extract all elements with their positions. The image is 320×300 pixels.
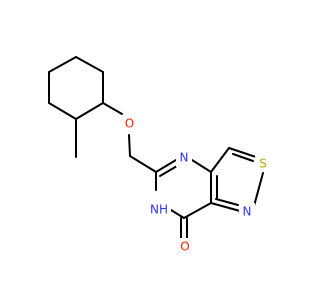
thiazole-sulfur-label-bg xyxy=(255,155,271,172)
cyclohexane-bond-4 xyxy=(48,102,77,120)
cyclohexane-bond-6 xyxy=(48,56,77,73)
ring-nh-label-bg xyxy=(143,201,171,219)
cyclohexane-bond-1 xyxy=(75,56,104,73)
n4-c3a-bond xyxy=(191,159,212,173)
oxygen-methylene-bond xyxy=(128,134,131,157)
thiazole-nitrogen-label: N xyxy=(243,205,252,219)
c3-s-double-bond xyxy=(228,147,257,158)
cyclohexyl-oxygen-bond xyxy=(102,102,123,115)
cyclohexane-bond-3 xyxy=(75,102,104,120)
c3-s-double-bond-inner xyxy=(232,153,254,162)
c3a-c3-bond xyxy=(210,147,230,173)
c5-n4-double-bond-inner xyxy=(159,165,178,177)
ether-oxygen-label-bg xyxy=(122,115,137,132)
s-n-bond xyxy=(253,172,264,207)
carbonyl-oxygen-label-bg xyxy=(177,238,193,255)
n-c7a-double-bond-inner xyxy=(215,198,239,206)
n-c7a-double-bond xyxy=(210,202,241,212)
ring-nitrogen-label-bg xyxy=(176,150,192,167)
ring-nh-label: NH xyxy=(150,203,168,217)
thiazole-nitrogen-label-bg xyxy=(239,203,255,220)
c5-n4-double-bond xyxy=(155,159,177,173)
ring-nitrogen-label: N xyxy=(180,151,189,165)
ether-oxygen-label: O xyxy=(125,117,134,131)
thiazole-sulfur-label: S xyxy=(259,157,267,171)
carbonyl-oxygen-label: O xyxy=(180,240,189,254)
molecule-structure: O N NH S N O xyxy=(48,56,271,255)
methylene-pyrimidine-bond xyxy=(129,155,157,173)
c7a-c7-bond xyxy=(183,202,212,219)
